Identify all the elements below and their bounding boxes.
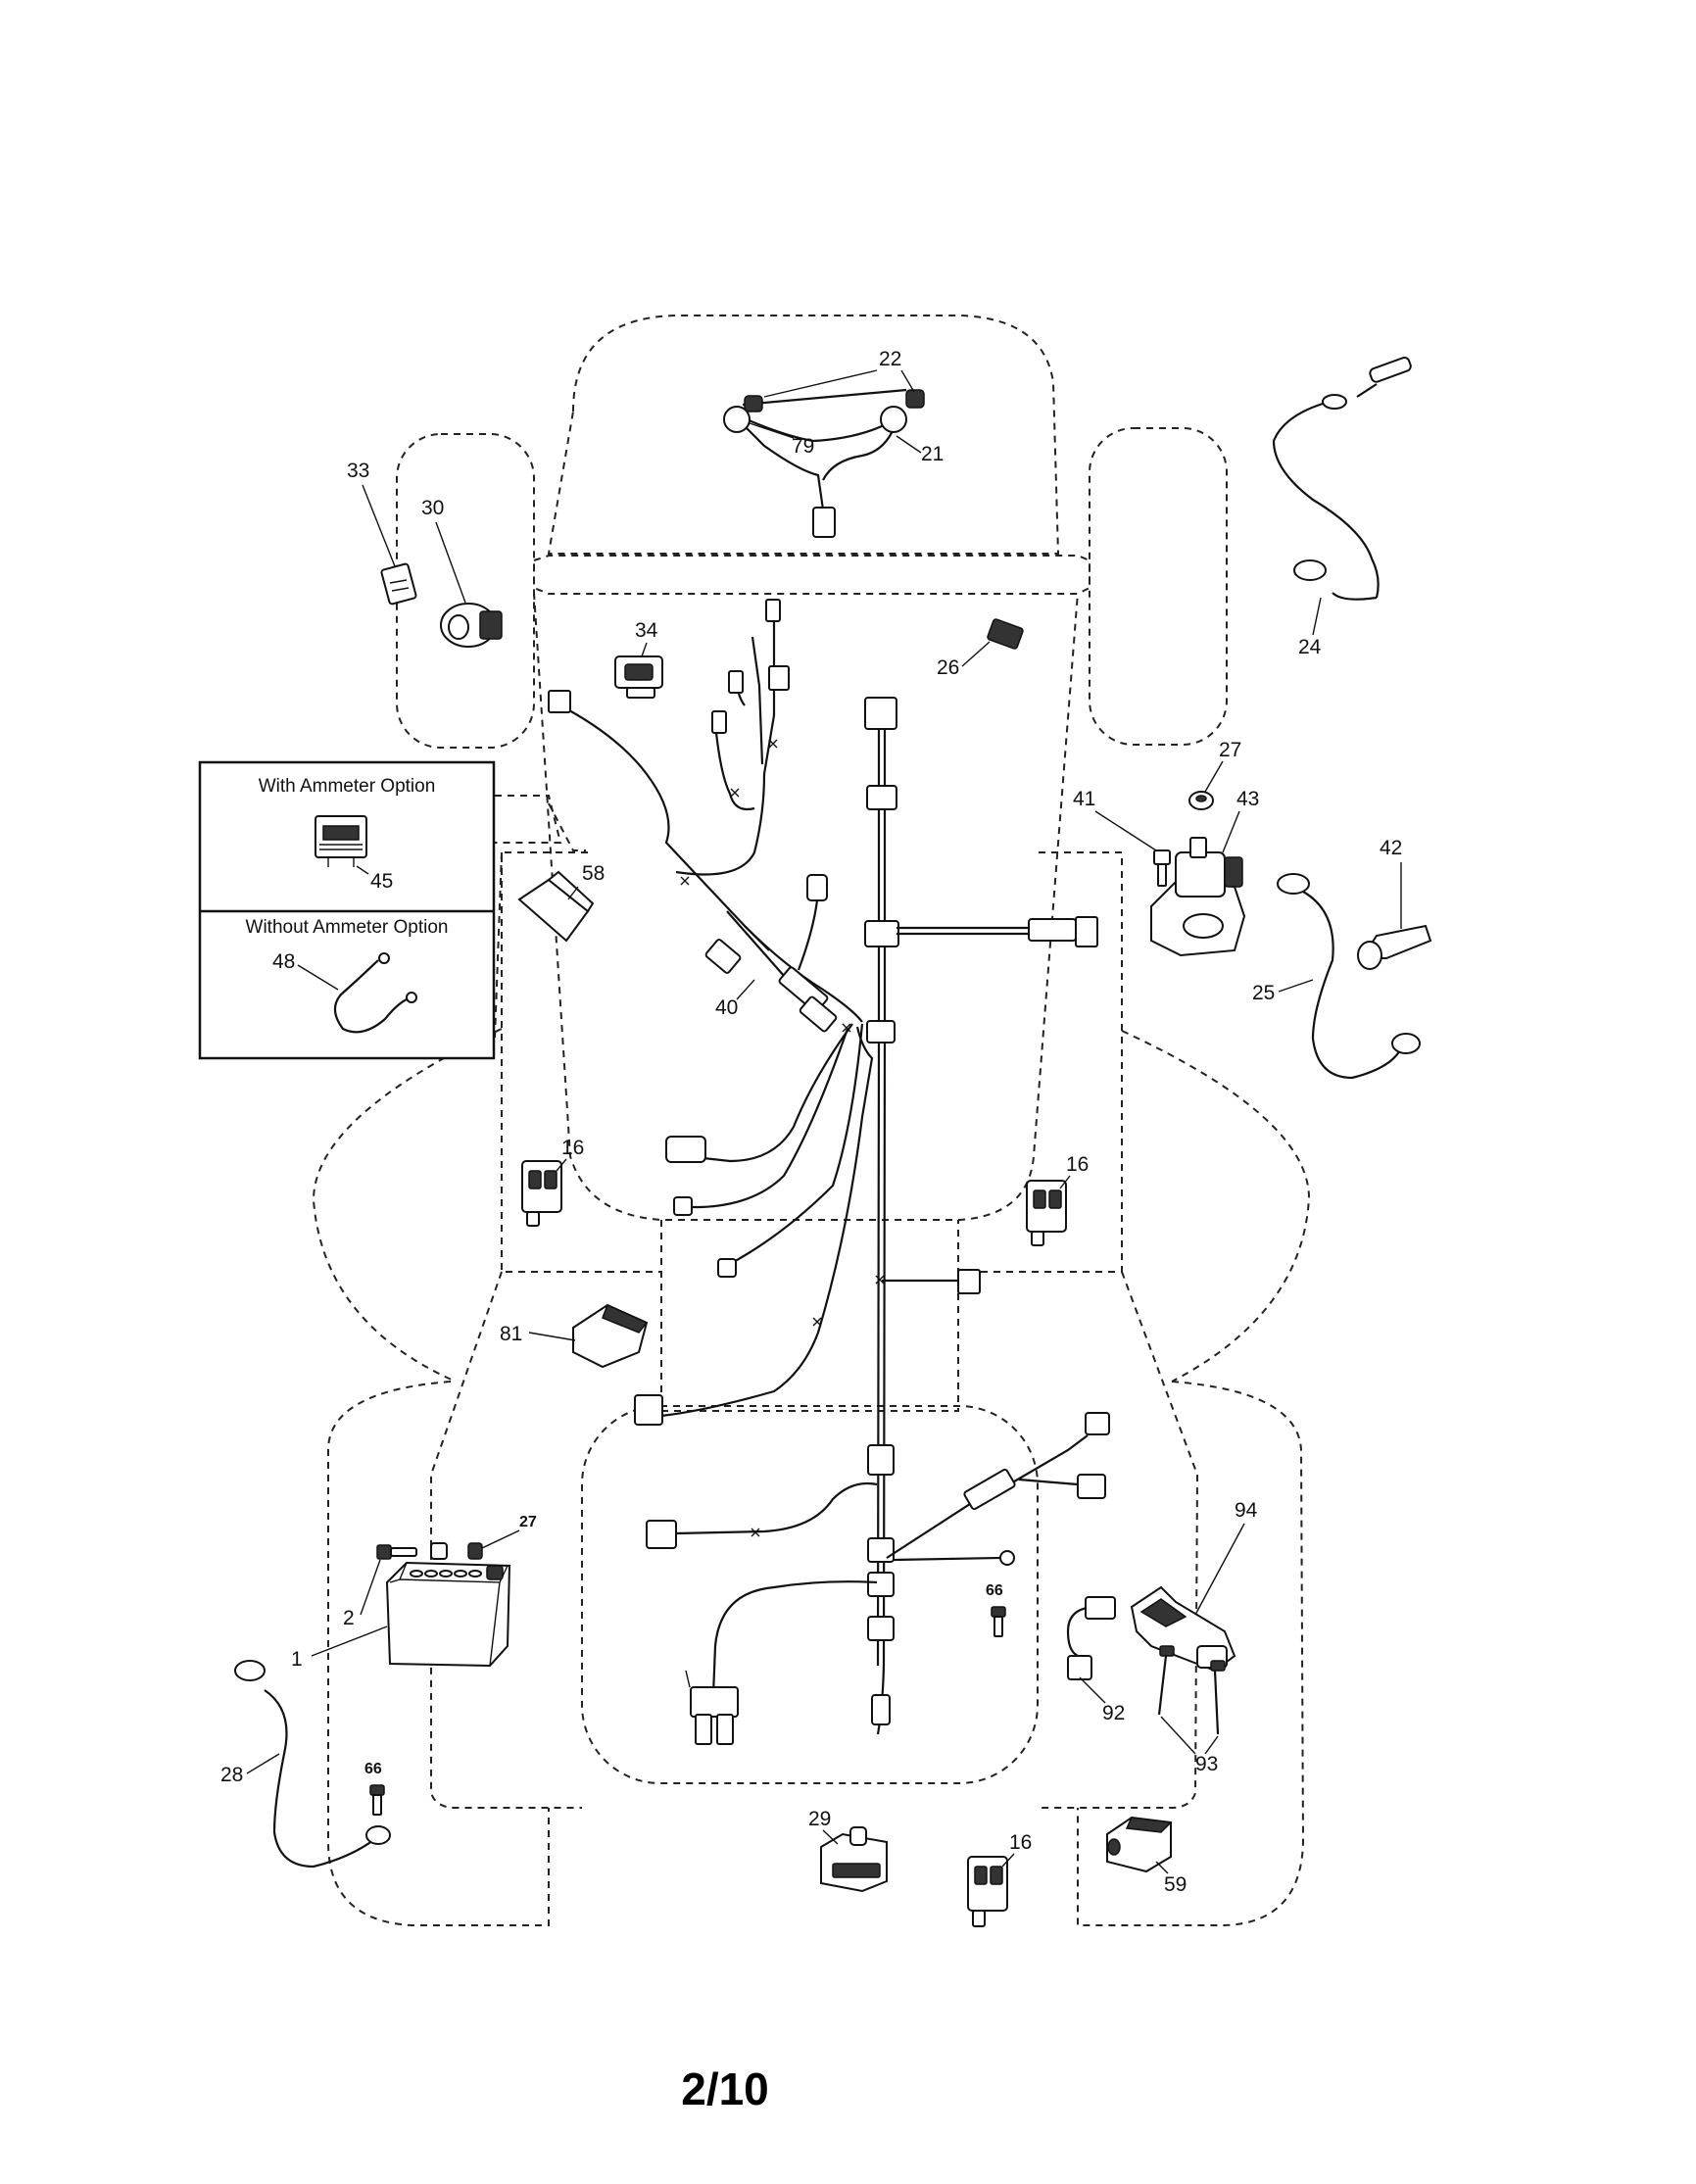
ammeter-gauge-icon <box>315 815 367 867</box>
callout-24: 24 <box>1298 636 1322 658</box>
callout-94: 94 <box>1235 1499 1258 1522</box>
callout-66-left: 66 <box>364 1761 382 1777</box>
callout-66-right: 66 <box>986 1582 1003 1599</box>
callout-26: 26 <box>937 656 959 679</box>
cable-25 <box>1277 873 1421 1080</box>
battery-nut-part-27 <box>467 1542 483 1560</box>
callout-79: 79 <box>792 435 814 458</box>
fuse-part-26 <box>987 618 1024 650</box>
relay-part-81 <box>572 1303 649 1369</box>
ammeter-option-box: With Ammeter Option Without Ammeter Opti… <box>198 760 496 1060</box>
callout-81: 81 <box>500 1323 522 1345</box>
left-body-side-outline <box>494 851 503 1040</box>
left-rear-arc-outline <box>312 1028 503 1383</box>
callout-22: 22 <box>879 348 901 370</box>
callout-45: 45 <box>370 870 393 893</box>
right-fender-outline <box>958 851 1123 1273</box>
callout-16-left: 16 <box>561 1137 584 1159</box>
ignition-switch-part-30 <box>440 603 503 648</box>
solenoid-part-43 <box>1150 837 1246 957</box>
battery-part-1 <box>385 1561 511 1668</box>
main-wiring-harness <box>548 599 1110 1745</box>
with-ammeter-option-title: With Ammeter Option <box>259 776 436 797</box>
callout-48: 48 <box>272 950 295 973</box>
headlight-harness <box>723 388 925 538</box>
ignition-key-part-33 <box>380 562 417 606</box>
cable-24 <box>1272 356 1412 601</box>
screws-part-93 <box>1157 1645 1226 1735</box>
plunger-switch-part-16-left <box>521 1160 562 1227</box>
battery-bolt-part-2 <box>376 1542 448 1560</box>
seat-outline <box>581 1405 1039 1784</box>
callout-2: 2 <box>343 1607 355 1629</box>
left-front-wheel-outline <box>396 433 535 749</box>
left-fender-outline <box>501 851 661 1273</box>
rear-frame-right-outline <box>1038 1271 1199 1809</box>
callout-40: 40 <box>715 996 738 1019</box>
battery-cells <box>410 1570 482 1577</box>
switch-part-29 <box>820 1826 888 1893</box>
callout-42: 42 <box>1380 837 1402 859</box>
nut-part-27-top <box>1188 791 1214 810</box>
ammeter-connector-outline <box>495 795 562 844</box>
control-module-part-94 <box>1130 1585 1236 1673</box>
callout-1: 1 <box>291 1648 303 1671</box>
seat-frame-outline <box>660 1220 959 1412</box>
callout-29: 29 <box>808 1808 831 1830</box>
page-number: 2/10 <box>681 2063 769 2114</box>
callout-27-battery: 27 <box>519 1514 537 1530</box>
callout-41: 41 <box>1073 788 1095 810</box>
left-rear-wheel-outline <box>327 1381 550 1926</box>
screw-part-66-right <box>991 1606 1006 1637</box>
callout-92: 92 <box>1102 1702 1125 1724</box>
callout-33: 33 <box>347 460 369 482</box>
callouts: 22 79 21 33 30 34 26 24 27 41 43 42 25 5… <box>220 348 1402 1896</box>
dashed-body-outlines <box>312 314 1311 1926</box>
screw-part-66-left <box>369 1784 385 1816</box>
hood-outline <box>547 314 1060 555</box>
ammeter-connector-outline-2 <box>548 802 586 851</box>
module-part-59 <box>1106 1816 1173 1873</box>
plug-connector <box>685 1670 739 1745</box>
callout-58: 58 <box>582 862 605 885</box>
harness-left-branch <box>556 703 863 1023</box>
without-ammeter-option-title: Without Ammeter Option <box>246 917 449 938</box>
callout-34: 34 <box>635 619 658 642</box>
callout-16-right: 16 <box>1066 1153 1089 1176</box>
cable-28 <box>234 1660 391 1869</box>
callout-30: 30 <box>421 497 444 519</box>
callout-59: 59 <box>1164 1873 1187 1896</box>
right-rear-arc-outline <box>1121 1030 1311 1383</box>
terminal-boot-part-42 <box>1357 924 1432 970</box>
right-front-wheel-outline <box>1089 427 1228 746</box>
callout-93: 93 <box>1195 1753 1218 1775</box>
callout-16-bottom: 16 <box>1009 1831 1032 1854</box>
plunger-switch-part-16-right <box>1026 1180 1067 1246</box>
callout-28: 28 <box>220 1764 243 1786</box>
bolt-part-41 <box>1153 849 1171 887</box>
harness-part-92 <box>1066 1596 1116 1680</box>
rocker-switch-part-34 <box>614 655 663 699</box>
callout-43: 43 <box>1236 788 1259 810</box>
callout-21: 21 <box>921 443 944 465</box>
dash-band-outline <box>533 555 1090 595</box>
rear-frame-left-outline <box>430 1271 582 1809</box>
jumper-wire-icon <box>333 952 417 1034</box>
right-rear-wheel-outline <box>1077 1381 1305 1926</box>
plunger-switch-part-16-bottom <box>967 1856 1008 1927</box>
callout-27-top: 27 <box>1219 739 1241 761</box>
module-part-58 <box>517 870 595 943</box>
callout-25: 25 <box>1252 982 1275 1004</box>
